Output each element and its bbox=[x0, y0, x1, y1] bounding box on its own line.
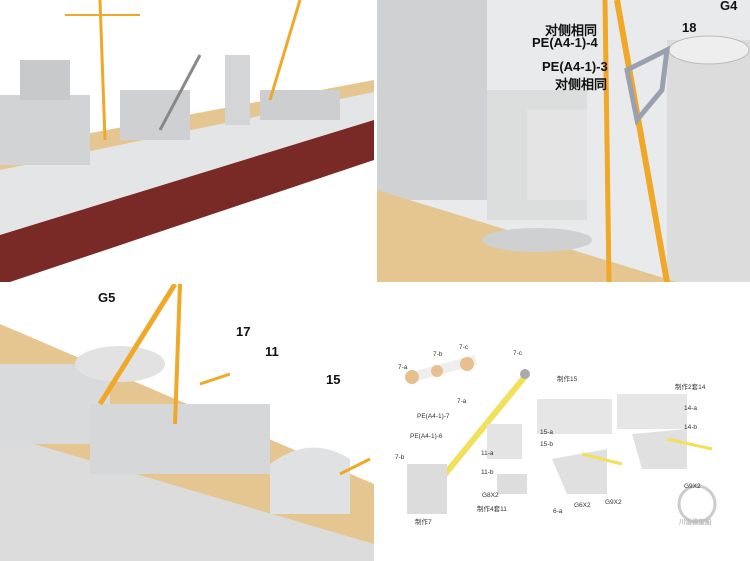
panel-ship-side-view bbox=[0, 0, 374, 282]
boat bbox=[482, 228, 592, 252]
part-11-mount bbox=[497, 474, 527, 494]
crane-mast bbox=[97, 284, 178, 406]
label-7b: 7-b bbox=[433, 351, 443, 358]
turret-15-house bbox=[537, 399, 612, 434]
label-g9x2: G9X2 bbox=[684, 483, 701, 490]
boat bbox=[75, 346, 165, 382]
label-make15: 制作15 bbox=[557, 376, 578, 383]
aft-deck-render bbox=[0, 284, 374, 561]
label-17: 17 bbox=[236, 324, 251, 339]
superstructure bbox=[90, 404, 270, 474]
crane-jib bbox=[434, 372, 530, 486]
turret-14-base bbox=[632, 429, 687, 469]
label-g5: G5 bbox=[98, 290, 116, 305]
part-11-guns bbox=[199, 372, 231, 386]
bridge-superstructure bbox=[0, 95, 90, 165]
label-7c: 7-c bbox=[513, 350, 523, 357]
label-7b: 7-b bbox=[395, 454, 405, 461]
label-pe7: PE(A4-1)-7 bbox=[417, 413, 450, 420]
label-pe6: PE(A4-1)-6 bbox=[410, 433, 443, 440]
label-g8x2: G8X2 bbox=[482, 492, 499, 499]
label-make2x14: 制作2套14 bbox=[675, 384, 706, 391]
deckhouse bbox=[527, 110, 587, 200]
crane-base bbox=[407, 464, 447, 514]
label-15a: 15-a bbox=[540, 429, 554, 436]
turret-15-base bbox=[552, 449, 607, 494]
label-pe4: PE(A4-1)-4 bbox=[532, 35, 598, 50]
panel-assembly-diagram: 7-a 7-b 7-c 7-c 7-a PE(A4-1)-7 PE(A4-1)-… bbox=[377, 284, 750, 561]
mast-leg bbox=[614, 0, 670, 282]
funnel bbox=[225, 55, 250, 125]
turret-15 bbox=[270, 447, 350, 514]
label-same-other-side: 对侧相同 bbox=[545, 23, 598, 38]
label-g4: G4 bbox=[720, 0, 738, 13]
assembly-render bbox=[405, 355, 717, 524]
label-pe3: PE(A4-1)-3 bbox=[542, 59, 608, 74]
midship-render bbox=[377, 0, 750, 282]
turret-14-house bbox=[617, 394, 687, 429]
label-11a: 11-a bbox=[481, 450, 494, 457]
label-make4x11: 制作4套11 bbox=[477, 506, 507, 513]
label-15b: 15-b bbox=[540, 441, 554, 448]
label-11b: 11-b bbox=[481, 469, 494, 476]
label-6a: 6-a bbox=[553, 508, 563, 515]
label-7a: 7-a bbox=[398, 364, 408, 371]
funnel bbox=[667, 40, 750, 282]
label-11: 11 bbox=[265, 344, 279, 359]
label-7a: 7-a bbox=[457, 398, 467, 405]
label-14b: 14-b bbox=[684, 424, 698, 431]
crane bbox=[158, 54, 202, 131]
label-same-other-side: 对侧相同 bbox=[555, 77, 608, 92]
foremast bbox=[98, 0, 107, 141]
label-15: 15 bbox=[326, 372, 341, 387]
label-g6x2: G6X2 bbox=[574, 502, 591, 509]
panel-midship-closeup: G4 18 对侧相同 PE(A4-1)-4 PE(A4-1)-3 对侧相同 bbox=[377, 0, 750, 282]
part-11-shield bbox=[487, 424, 522, 459]
panel-aft-deck-view: G5 17 11 15 bbox=[0, 284, 374, 561]
logo-icon bbox=[677, 484, 717, 524]
label-14a: 14-a bbox=[684, 405, 698, 412]
logo-text: 川渝模型船 bbox=[679, 519, 712, 526]
hull-side bbox=[0, 85, 374, 235]
mainmast bbox=[268, 0, 302, 101]
label-g9x2: G9X2 bbox=[605, 499, 622, 506]
label-18: 18 bbox=[682, 20, 697, 35]
label-make7: 制作7 bbox=[415, 519, 432, 526]
label-7c: 7-c bbox=[459, 344, 469, 351]
ship-side-render bbox=[0, 0, 374, 282]
part-18-frame bbox=[624, 45, 671, 126]
